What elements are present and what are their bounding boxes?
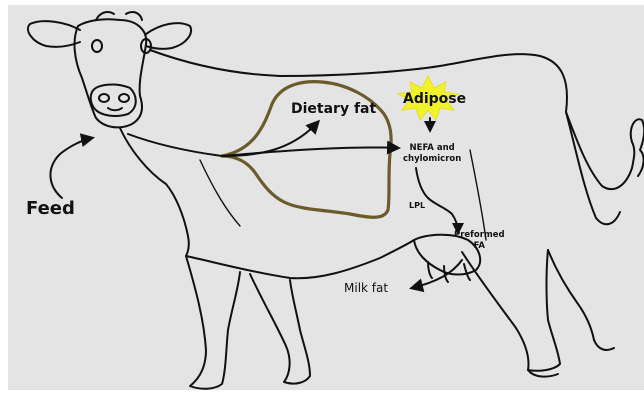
arrow-feed-to-mouth [50,138,92,198]
cow-dewlap [120,128,189,256]
arrow-nefa-to-preformed [416,168,458,232]
cow-shoulder-line [200,160,240,226]
cow-flank-line [470,150,486,240]
cow-rump [566,112,620,224]
lpl-label: LPL [409,202,425,210]
adipose-label: Adipose [403,92,466,106]
dietary-fat-label: Dietary fat [291,102,376,116]
cow-right-nostril [119,94,129,102]
cow-right-horn [126,12,142,20]
preformed-fa-label: Preformed FA [454,230,505,252]
arrow-mouth-to-gut [128,134,222,156]
cow-belly [186,240,414,278]
preformed-label-line-2: FA [454,241,505,252]
cow-head-outline [75,19,147,127]
cow-left-ear [28,21,80,47]
cow-left-eye [92,40,102,52]
nefa-label-line-1: NEFA and [403,143,461,154]
feed-label: Feed [26,200,75,218]
cow-left-nostril [99,94,109,102]
arrow-gut-to-nefa [222,147,398,156]
nefa-chylomicron-label: NEFA and chylomicron [403,143,461,165]
cow-right-ear [146,23,191,49]
nefa-label-line-2: chylomicron [403,154,461,165]
cow-mouth [108,108,122,110]
cow-hind-hoof-back [594,340,614,350]
cow-front-leg-left [186,256,240,389]
cow-hind-leg-left [548,250,594,340]
milk-fat-label: Milk fat [344,282,388,294]
preformed-label-line-1: Preformed [454,230,505,241]
cow-front-leg-right [250,274,310,384]
cow-neck-top [150,50,280,76]
